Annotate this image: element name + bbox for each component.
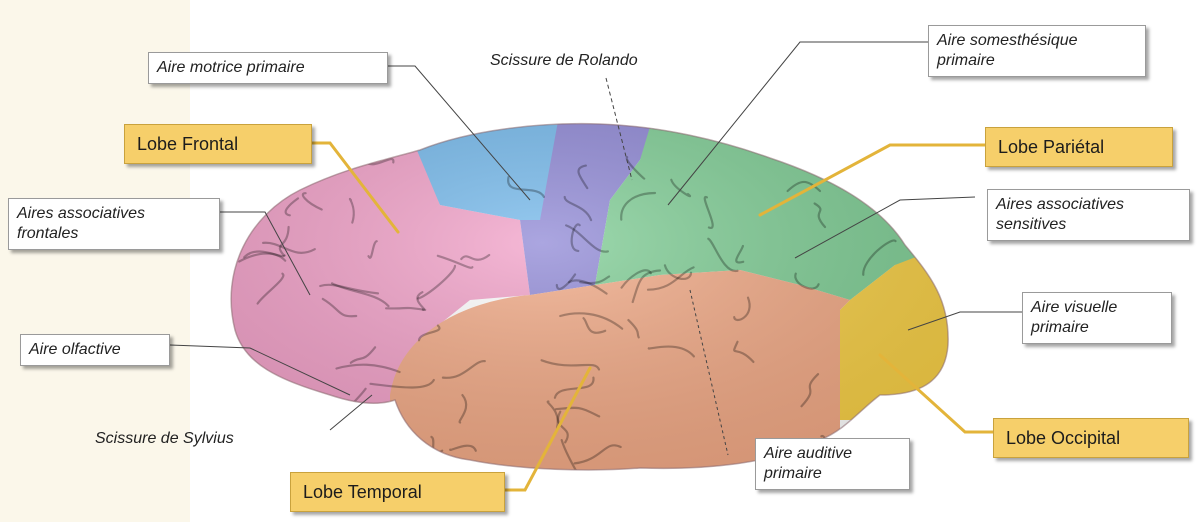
aire-visuelle-line-2: primaire [1031,318,1163,338]
scissure-sylvius-label: Scissure de Sylvius [95,430,234,448]
aire-somesthesique-label: Aire somesthésique primaire [928,25,1146,77]
aire-motrice-line-1: Aire motrice primaire [157,58,379,78]
aire-visuelle-line-1: Aire visuelle [1031,298,1163,318]
aire-motrice-primaire-label: Aire motrice primaire [148,52,388,84]
lobe-temporal-label: Lobe Temporal [290,472,505,512]
aire-auditive-line-1: Aire auditive [764,444,901,464]
lobe-parietal-label: Lobe Pariétal [985,127,1173,167]
aire-olfactive-line-1: Aire olfactive [29,340,161,360]
lobe-temporal-text: Lobe Temporal [303,481,492,503]
aires-assoc-sensitives-line-1: Aires associatives [996,195,1181,215]
scissure-sylvius-line-1: Scissure de Sylvius [95,430,234,448]
aire-somesthesique-line-2: primaire [937,51,1137,71]
aires-associatives-sensitives-label: Aires associatives sensitives [987,189,1190,241]
aire-visuelle-primaire-label: Aire visuelle primaire [1022,292,1172,344]
scissure-rolando-label: Scissure de Rolando [490,52,638,70]
lobe-frontal-label: Lobe Frontal [124,124,312,164]
aire-auditive-primaire-label: Aire auditive primaire [755,438,910,490]
aire-somesthesique-line-1: Aire somesthésique [937,31,1137,51]
lobe-parietal-text: Lobe Pariétal [998,136,1160,158]
lobe-occipital-text: Lobe Occipital [1006,427,1176,449]
aire-auditive-line-2: primaire [764,464,901,484]
lobe-occipital-label: Lobe Occipital [993,418,1189,458]
scissure-rolando-line-1: Scissure de Rolando [490,52,638,70]
gyrus-fold [896,151,918,171]
aire-olfactive-label: Aire olfactive [20,334,170,366]
gyrus-fold [391,435,414,452]
aires-associatives-frontales-label: Aires associatives frontales [8,198,220,250]
lobe-frontal-text: Lobe Frontal [137,133,299,155]
gyrus-fold [366,446,400,464]
aires-assoc-frontales-line-2: frontales [17,224,211,244]
aires-assoc-frontales-line-1: Aires associatives [17,204,211,224]
aires-assoc-sensitives-line-2: sensitives [996,215,1181,235]
